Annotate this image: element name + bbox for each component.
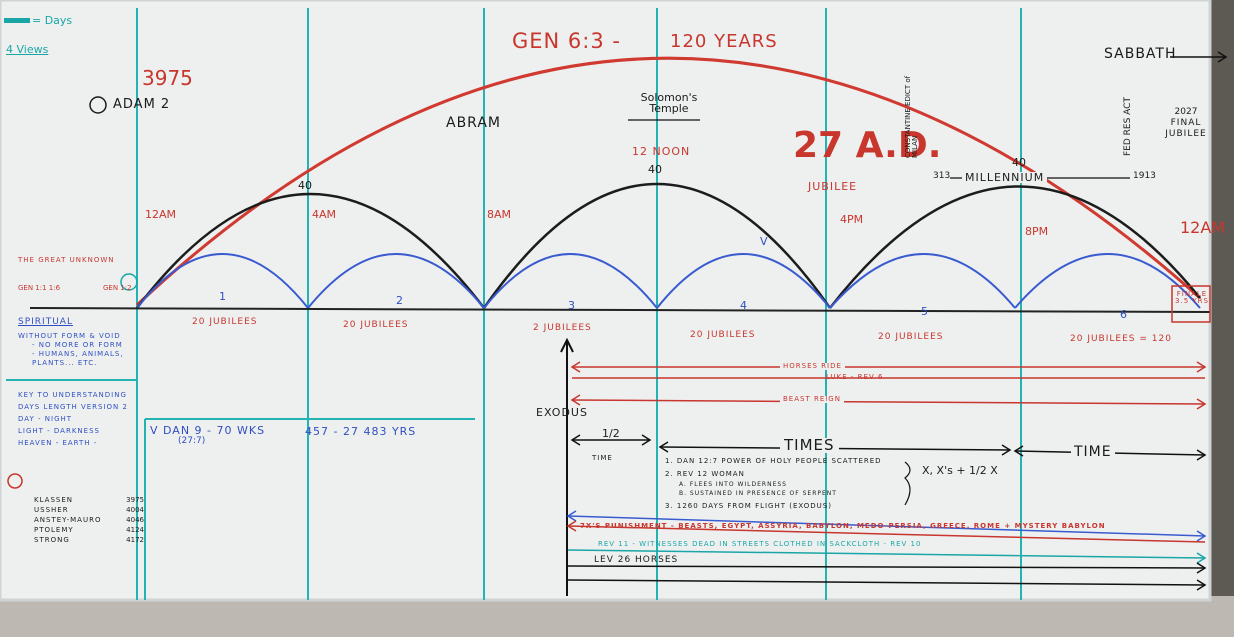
final-jubilee-note: 2027 FINAL JUBILEE [1165,107,1207,139]
gen-1-1: GEN 1:1 1:6 [18,284,61,292]
hour-8pm: 8PM [1025,225,1049,238]
key-notes: KEY TO UNDERSTANDING DAYS LENGTH VERSION… [18,391,128,447]
v-mark: V [760,235,768,248]
period-3-num: 3 [568,299,575,312]
year-313: 313 [933,171,951,181]
period-2-num: 2 [396,294,403,307]
punishment-line: 7X's PUNISHMENT - BEASTS, EGYPT, ASSYRIA… [580,522,1106,530]
finale-label: FINALE 3.5 YRS [1175,290,1209,305]
time-right-label: TIME [1071,445,1115,459]
abram-label: ABRAM [446,115,501,131]
dan9-sub: (27:7) [178,436,206,446]
times-label: TIMES [780,438,839,453]
legend-days: = Days [32,14,73,27]
forty-3: 40 [1012,156,1026,169]
formula: X, X's + 1/2 X [922,464,998,477]
great-unknown: THE GREAT UNKNOWN [18,256,115,264]
period-3-label: 2 JUBILEES [533,323,592,333]
period-5-label: 20 JUBILEES [878,332,944,342]
exodus-label: EXODUS [536,406,588,419]
period-6-num: 6 [1120,308,1127,321]
top-arc-years: 120 Years [670,31,778,52]
horses-ride: HORSES RIDE [780,363,845,370]
half-time-label: TIME [592,454,613,462]
period-4-num: 4 [740,299,747,312]
period-1-num: 1 [219,290,226,303]
forty-1: 40 [298,179,312,192]
period-4-label: 20 JUBILEES [690,330,756,340]
forty-2: 40 [648,163,662,176]
constantine-label: CONSTANTINE EDICT of MILAN [904,75,919,158]
timeline-baseline [29,307,1211,313]
board-surface [0,0,1210,600]
finale-box [1171,285,1211,323]
beast-reign: BEAST REIGN [780,396,844,403]
solomon-label: Solomon's Temple [640,91,698,115]
dan9-calc: 457 - 27 483 YRS [305,425,417,438]
black-arcs [136,182,1201,309]
period-6-label: 20 JUBILEES = 120 [1070,334,1172,344]
period-5-num: 5 [921,305,928,318]
dan9-box [6,379,475,600]
fed-res-label: FED RES ACT [1123,97,1133,156]
year-1913: 1913 [1133,171,1156,181]
legend-views: 4 Views [6,43,49,56]
jubilee-label: JUBILEE [808,180,858,193]
hour-4pm: 4PM [840,213,864,226]
spiritual-notes: SPIRITUAL WITHOUT FORM & VOID - NO MORE … [18,317,124,367]
millennium-label: MILLENNIUM [962,172,1048,183]
noon-label: 12 NOON [632,145,691,158]
hour-8am: 8AM [487,208,512,221]
exodus-arrow [560,337,574,596]
half-time-frac: 1/2 [602,427,620,440]
chronology-list: KLASSEN 3975 USSHER 4004 ANSTEY-MAURO 40… [34,496,144,544]
times-list: 1. DAN 12:7 POWER of HOLY PEOPLE SCATTER… [665,457,882,510]
red-arrows [570,361,1207,410]
adam-label: ADAM 2 [113,97,171,112]
period-1-label: 20 JUBILEES [192,317,258,327]
period-2-label: 20 JUBILEES [343,320,409,330]
dan9-label: V DAN 9 - 70 WKS [150,424,266,437]
sabbath-label: SABBATH [1104,46,1177,62]
ad27-label: 27 A.D. [793,125,942,166]
witnesses-line: REV 11 - WITNESSES DEAD IN STREETS CLOTH… [598,540,922,548]
bottom-arrows [566,510,1207,591]
hour-4am: 4AM [312,208,337,221]
adam-year: 3975 [142,66,193,90]
hour-12am-end: 12AM [1180,218,1226,237]
hour-12am: 12AM [145,208,177,221]
top-arc-label: GEN 6:3 - [512,29,621,53]
blue-arcs [136,253,1201,309]
luke-rev: LUKE - REV 6 [826,373,884,381]
lev26-line: LEV 26 HORSES [594,555,679,565]
gen-1-2: GEN 1:2 [103,284,132,292]
